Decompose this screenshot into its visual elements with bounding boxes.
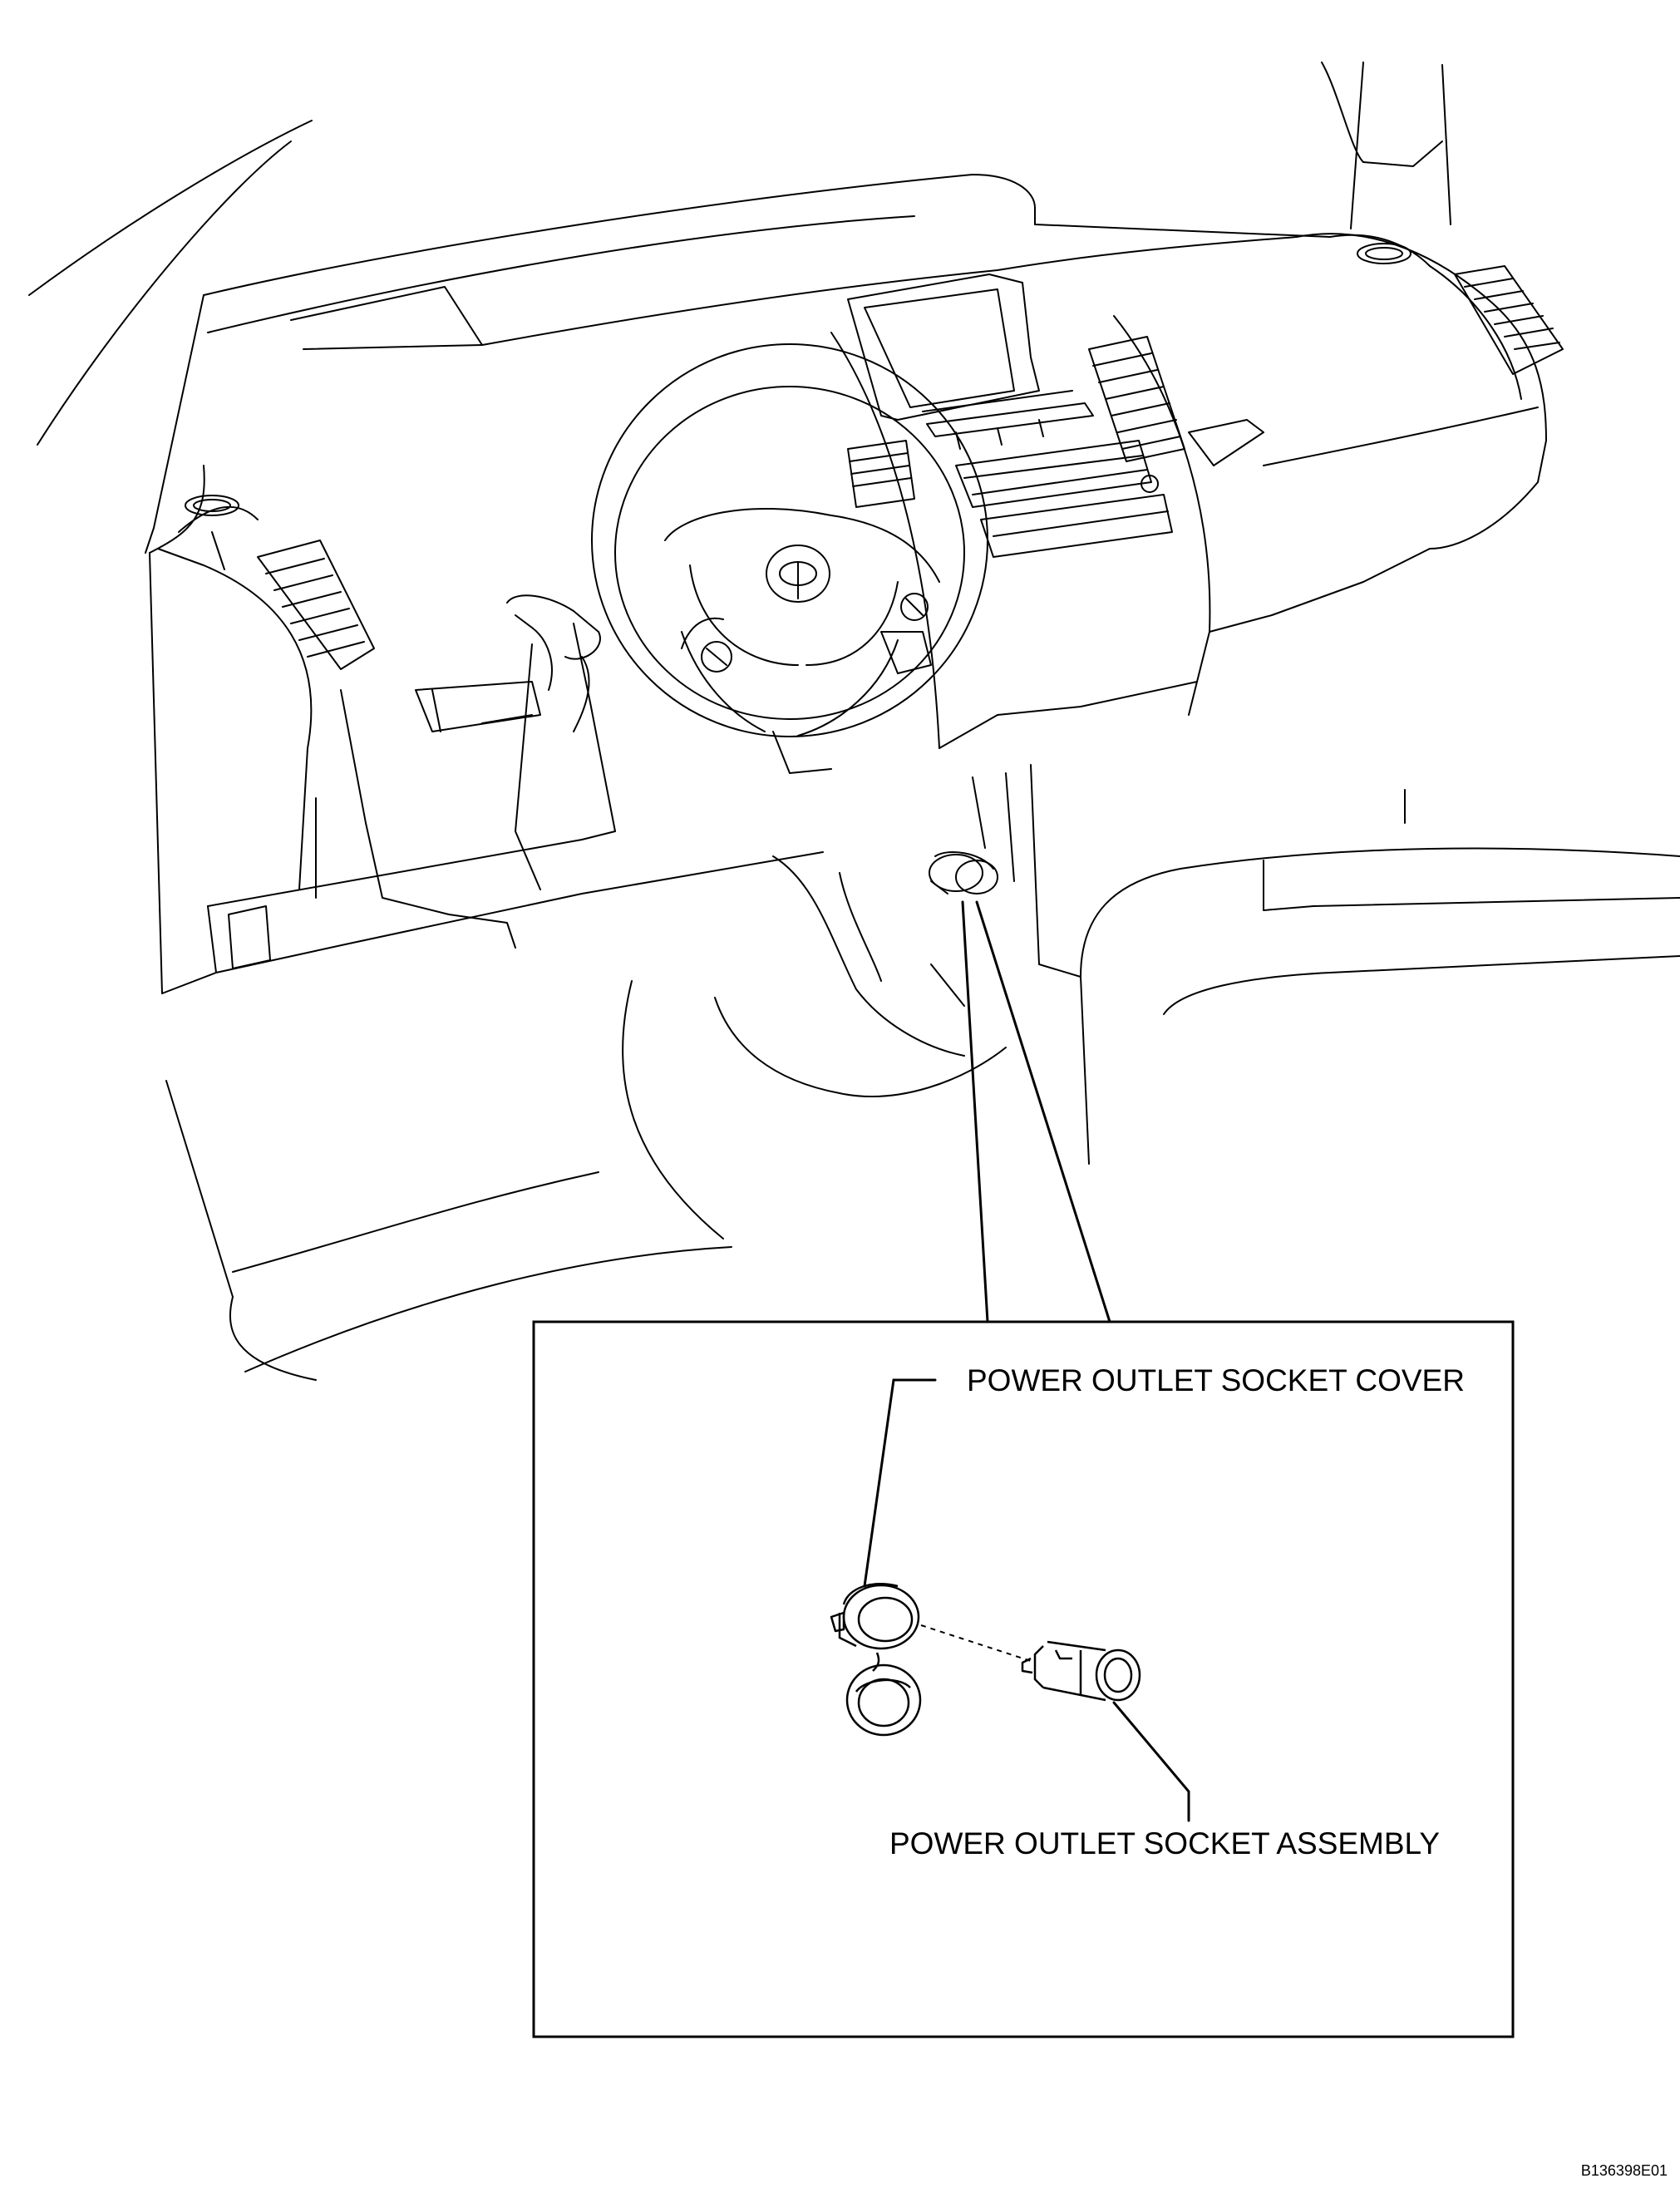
socket-cover-part xyxy=(830,1583,922,1737)
leader-line-left xyxy=(961,900,989,1323)
assembly-label-leader xyxy=(1112,1701,1190,1822)
detail-box xyxy=(532,1320,1515,2038)
label-power-outlet-socket-assembly: POWER OUTLET SOCKET ASSEMBLY xyxy=(889,1826,1440,1860)
dashboard-illustration xyxy=(28,62,1680,1381)
leader-line-right xyxy=(975,900,1111,1323)
socket-assembly-part xyxy=(1021,1640,1141,1702)
alignment-dashed-line xyxy=(920,1624,1032,1662)
figure-code: B136398E01 xyxy=(1581,2162,1668,2179)
cover-label-leader xyxy=(863,1378,937,1588)
leader-lines xyxy=(961,900,1111,1323)
label-power-outlet-socket-cover: POWER OUTLET SOCKET COVER xyxy=(967,1363,1465,1397)
label-leaders xyxy=(863,1378,1190,1822)
